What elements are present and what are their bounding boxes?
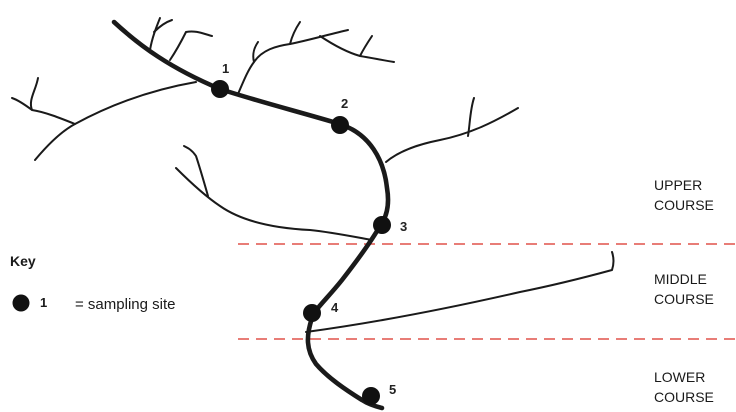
tributary-mid-left-a bbox=[183, 145, 209, 197]
sampling-site-label-3: 3 bbox=[400, 219, 407, 234]
tributary-upper-right-d bbox=[359, 35, 373, 57]
main-river bbox=[111, 19, 391, 411]
tributary-upper-right-a bbox=[252, 41, 259, 63]
tributary-middle-long bbox=[305, 251, 615, 333]
sampling-site-marker-4 bbox=[303, 304, 321, 322]
tributary-left-branch-a bbox=[29, 77, 76, 125]
upper-course-line2: COURSE bbox=[654, 197, 714, 213]
sampling-site-label-2: 2 bbox=[341, 96, 348, 111]
sampling-site-marker-5 bbox=[362, 387, 380, 405]
tributaries bbox=[11, 17, 615, 333]
tributary-left-branch-b bbox=[11, 97, 33, 111]
sampling-site-label-4: 4 bbox=[331, 300, 339, 315]
sampling-site-marker-3 bbox=[373, 216, 391, 234]
lower-course-line2: COURSE bbox=[654, 389, 714, 405]
upper-course-line1: UPPER bbox=[654, 177, 702, 193]
legend-number: 1 bbox=[40, 295, 47, 310]
sampling-site-marker-2 bbox=[331, 116, 349, 134]
lower-course-label: LOWER COURSE bbox=[654, 369, 714, 405]
tributary-right-upper bbox=[385, 107, 519, 163]
sampling-sites: 1 2 3 4 5 bbox=[211, 61, 407, 405]
tributary-top-1b bbox=[153, 19, 173, 33]
middle-course-line1: MIDDLE bbox=[654, 271, 707, 287]
tributary-upper-right-c bbox=[319, 35, 395, 63]
tributary-right-upper-a bbox=[467, 97, 475, 137]
legend-site-marker bbox=[12, 294, 30, 312]
middle-course-line2: COURSE bbox=[654, 291, 714, 307]
legend: Key 1 = sampling site bbox=[10, 253, 175, 313]
tributary-left bbox=[34, 81, 197, 161]
sampling-site-label-1: 1 bbox=[222, 61, 229, 76]
upper-course-label: UPPER COURSE bbox=[654, 177, 714, 213]
tributary-top-2 bbox=[169, 30, 213, 61]
tributary-top-1 bbox=[149, 17, 161, 51]
legend-title: Key bbox=[10, 253, 36, 269]
legend-text: = sampling site bbox=[75, 296, 175, 313]
sampling-site-marker-1 bbox=[211, 80, 229, 98]
sampling-site-label-5: 5 bbox=[389, 382, 396, 397]
lower-course-line1: LOWER bbox=[654, 369, 705, 385]
middle-course-label: MIDDLE COURSE bbox=[654, 271, 714, 307]
tributary-mid-left bbox=[175, 167, 373, 241]
tributary-upper-right-b bbox=[289, 21, 301, 45]
